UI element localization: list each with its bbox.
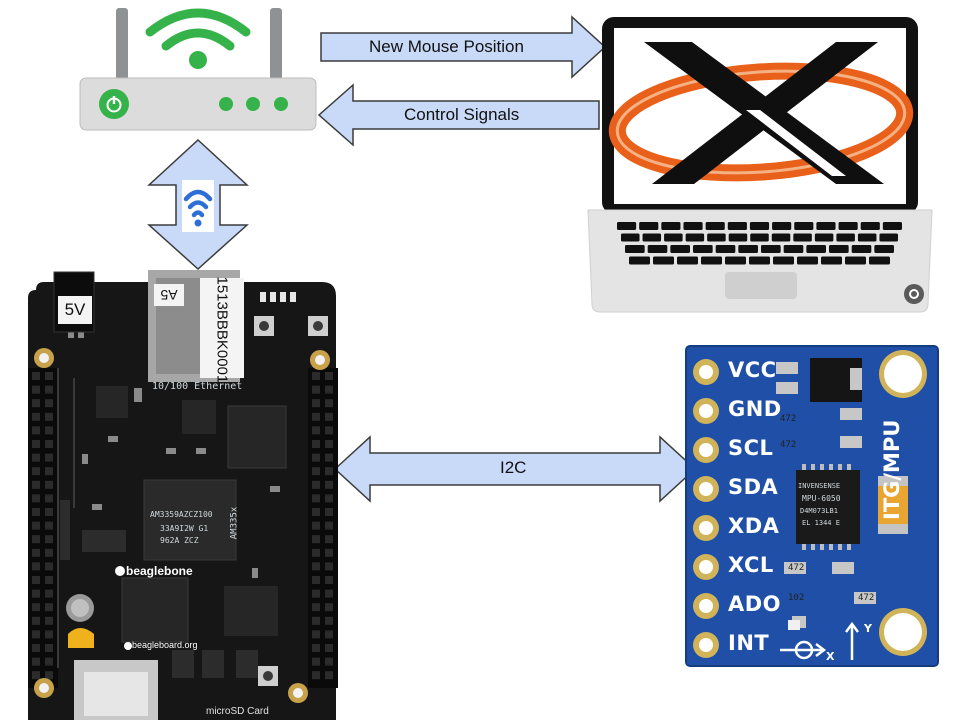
beaglebone-board: 5V A5 1513BBBK0001 10/100 Ethernet AM335…: [22, 268, 344, 720]
laptop-trackpad: [725, 272, 797, 299]
xorg-logo-icon: [608, 42, 914, 184]
laptop: [584, 14, 936, 316]
axis-x-label: X: [826, 650, 835, 663]
arrow-label-new-mouse-position: New Mouse Position: [369, 37, 524, 56]
mpu-pin-label-sda: SDA: [728, 475, 779, 499]
wifi-router: [76, 0, 321, 140]
processor-label: AM3359AZCZ100: [150, 510, 213, 519]
arrow-i2c: I2C: [332, 434, 698, 504]
mpu6050-board: VCC GND SCL SDA XDA XCL ADO INT 472 472 472 102…: [684, 344, 940, 668]
sticker-a5-label: A5: [160, 287, 178, 303]
mpu-chip-line4: EL 1344 E: [802, 519, 840, 527]
ethernet-label: 10/100 Ethernet: [152, 381, 243, 392]
brand-label: beaglebone: [126, 564, 193, 578]
mpu-board-label: ITG/MPU: [880, 419, 904, 520]
mpu-pin-label-xda: XDA: [728, 514, 780, 538]
router-antenna-right: [270, 8, 282, 80]
a5-sticker: A5: [154, 284, 184, 306]
router-antenna-left: [116, 8, 128, 80]
power-label: 5V: [64, 300, 86, 319]
resistor-label-3: 472: [788, 563, 805, 573]
arrow-control-signals: Control Signals: [316, 83, 602, 149]
resistor-label-2: 472: [780, 440, 797, 450]
mpu-pin-label-gnd: GND: [728, 397, 782, 421]
mpu-chip-brand: INVENSENSE: [798, 482, 841, 490]
processor-chip: [143, 479, 237, 561]
resistor-label-4: 102: [788, 593, 805, 603]
router-body: [80, 78, 316, 130]
serial-sticker: 1513BBBK0001: [200, 276, 244, 384]
arrow-label-i2c: I2C: [500, 458, 527, 477]
wireless-icon: [183, 189, 213, 218]
resistor-label-1: 472: [780, 414, 797, 424]
resistor-label-5: 472: [858, 593, 875, 603]
arrow-label-control-signals: Control Signals: [404, 105, 520, 124]
mpu-pin-label-scl: SCL: [728, 436, 774, 460]
axis-y-label: Y: [864, 622, 872, 635]
serial-number: 1513BBBK0001: [213, 276, 231, 384]
mpu-pin-label-vcc: VCC: [728, 358, 777, 382]
sd-card-label: microSD Card: [206, 706, 269, 717]
power-label-sticker: 5V: [58, 296, 92, 324]
header-pins-left: [28, 368, 58, 688]
arrow-new-mouse-position: New Mouse Position: [318, 14, 608, 80]
footer-brand-label: beagleboard.org: [132, 640, 198, 650]
mpu-pin-label-int: INT: [728, 631, 770, 655]
wifi-signal-icon: [145, 8, 251, 51]
arrow-wifi-link: [146, 137, 250, 272]
mpu-pin-label-xcl: XCL: [728, 553, 774, 577]
header-pins-right: [308, 368, 338, 688]
mpu-chip: [796, 470, 860, 544]
mpu-chip-model: MPU-6050: [802, 494, 841, 503]
laptop-keyboard: [617, 222, 902, 265]
axis-icon: [780, 621, 859, 660]
processor-label-line2: 33A9I2W G1: [160, 524, 209, 533]
lens-icon: [904, 284, 924, 304]
processor-label-line3: 962A ZCZ: [160, 536, 199, 545]
processor-model: AM335x: [229, 506, 240, 540]
mpu-pin-pads: [693, 359, 719, 658]
mpu-pin-label-ado: ADO: [728, 592, 782, 616]
mpu-chip-line3: D4M073LB1: [800, 507, 838, 515]
